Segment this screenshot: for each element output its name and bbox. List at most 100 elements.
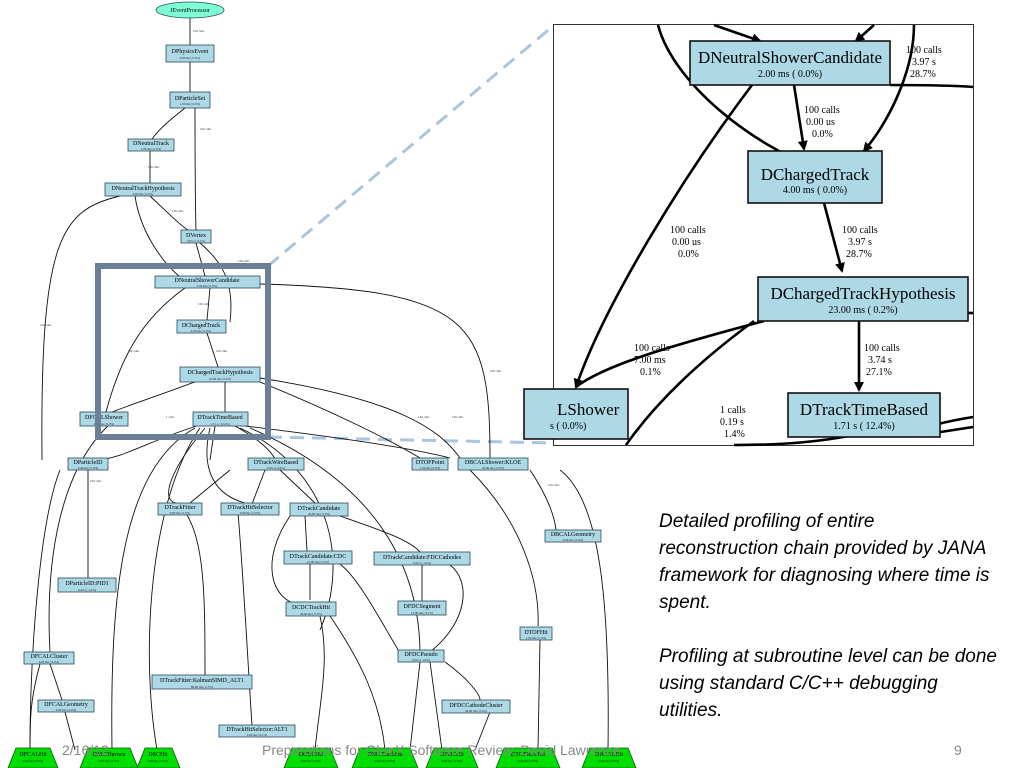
note-paragraph-profiling: Detailed profiling of entire reconstruct… bbox=[659, 511, 990, 613]
svg-text:40.00 ms ( 0.3%): 40.00 ms ( 0.3%) bbox=[300, 612, 322, 616]
node-jeventprocessor: JEventProcessor bbox=[155, 1, 225, 19]
svg-text:0.00 ms ( 0.0%): 0.00 ms ( 0.0%) bbox=[563, 538, 583, 542]
svg-text:100 calls: 100 calls bbox=[90, 479, 102, 483]
svg-text:DTrackHitSelector:ALT1: DTrackHitSelector:ALT1 bbox=[226, 727, 287, 733]
svg-text:DCDCHit: DCDCHit bbox=[299, 752, 324, 758]
svg-text:100 calls: 100 calls bbox=[148, 165, 160, 169]
svg-text:DTrackTimeBased: DTrackTimeBased bbox=[197, 415, 242, 421]
node-dtrackfitter: DTrackFitter 0.00 ms ( 0.0%) bbox=[157, 502, 203, 516]
svg-text:28.7%: 28.7% bbox=[910, 69, 936, 80]
svg-text:29.00 ms ( 0.2%): 29.00 ms ( 0.2%) bbox=[465, 709, 487, 713]
svg-text:DTrackCandidate: DTrackCandidate bbox=[298, 506, 341, 512]
svg-text:DTrackFitter:KalmanSIMD_ALT1: DTrackFitter:KalmanSIMD_ALT1 bbox=[160, 678, 244, 684]
svg-text:DMCThrown: DMCThrown bbox=[93, 752, 126, 758]
svg-text:DFCALCluster: DFCALCluster bbox=[30, 654, 67, 660]
leaf-dfdchit: DFDCHit 0.00 ms ( 0.0%) bbox=[425, 747, 479, 768]
node-dtofhit: DTOFHit 1.00 ms ( 0.0%) bbox=[519, 626, 553, 641]
svg-text:100 calls: 100 calls bbox=[418, 415, 430, 419]
svg-text:DFDCSegment: DFDCSegment bbox=[403, 604, 440, 610]
svg-text:27.1%: 27.1% bbox=[866, 367, 892, 378]
description-notes: Detailed profiling of entire reconstruct… bbox=[659, 508, 999, 751]
node-dbcalshower-kloe: DBCALShower:KLOE 43.00 ms ( 0.3%) bbox=[457, 457, 529, 471]
svg-text:DTOFPoint: DTOFPoint bbox=[416, 460, 445, 466]
zoom-connector-top bbox=[267, 24, 554, 268]
node-dfcalshower: DFCALShower 2.00 ms ( 0.0%) bbox=[79, 411, 129, 427]
svg-text:2.00 ms ( 0.0%): 2.00 ms ( 0.0%) bbox=[94, 422, 114, 426]
node-dtofpoint: DTOFPoint 1.00 ms ( 0.0%) bbox=[411, 457, 449, 471]
svg-text:DFCALHit: DFCALHit bbox=[19, 752, 47, 758]
inset-node-dtracktimebased: DTrackTimeBased 1.71 s ( 12.4%) bbox=[787, 392, 941, 438]
svg-text:DParticleID:PID1: DParticleID:PID1 bbox=[65, 581, 108, 587]
svg-text:100 calls: 100 calls bbox=[198, 302, 210, 306]
svg-text:100 calls: 100 calls bbox=[452, 415, 464, 419]
svg-text:0.00 ms ( 0.0%): 0.00 ms ( 0.0%) bbox=[170, 511, 190, 515]
node-dchargedtrack: DChargedTrack 4.00 ms ( 0.0%) bbox=[176, 319, 227, 334]
svg-text:0.00 ms ( 0.0%): 0.00 ms ( 0.0%) bbox=[375, 759, 395, 763]
svg-text:1.71 s ( 12.4%): 1.71 s ( 12.4%) bbox=[833, 421, 894, 432]
svg-text:DChargedTrack: DChargedTrack bbox=[182, 323, 220, 329]
node-dtrackcandidate-fdccathodes: DTrackCandidate:FDCCathodes 0.22 s ( 1.6… bbox=[373, 551, 471, 566]
svg-text:DBCALGeometry: DBCALGeometry bbox=[551, 532, 595, 538]
node-dfcalcluster: DFCALCluster 0.00 ms ( 0.0%) bbox=[23, 651, 75, 665]
svg-text:100 calls: 100 calls bbox=[128, 349, 140, 353]
svg-text:s ( 0.0%): s ( 0.0%) bbox=[550, 421, 586, 432]
svg-text:100 calls: 100 calls bbox=[842, 225, 878, 236]
footer-page-number: 9 bbox=[954, 742, 962, 758]
svg-text:100 calls: 100 calls bbox=[634, 343, 670, 354]
svg-text:DNeutralShowerCandidate: DNeutralShowerCandidate bbox=[175, 278, 240, 284]
svg-text:LShower: LShower bbox=[557, 400, 620, 419]
svg-text:100 calls: 100 calls bbox=[200, 127, 212, 131]
svg-text:DNeutralShowerCandidate: DNeutralShowerCandidate bbox=[698, 48, 882, 67]
svg-text:DTrackFitter: DTrackFitter bbox=[164, 505, 195, 511]
inset-edge-label-2: 100 calls 0.00 us 0.0% bbox=[804, 105, 840, 140]
svg-text:100 calls: 100 calls bbox=[804, 105, 840, 116]
leaf-dmctrackhit: DMCTrackHit 0.00 ms ( 0.0%) bbox=[351, 747, 419, 768]
svg-text:7.00 ms: 7.00 ms bbox=[634, 355, 666, 366]
leaf-dtofrawhit: DTOFRawHit 0.00 ms ( 0.0%) bbox=[495, 747, 561, 768]
svg-text:0.00 ms ( 0.0%): 0.00 ms ( 0.0%) bbox=[133, 192, 153, 196]
svg-text:4.00 ms ( 0.0%): 4.00 ms ( 0.0%) bbox=[783, 185, 847, 196]
svg-text:DBCALHit: DBCALHit bbox=[595, 752, 623, 758]
svg-text:1.00 ms ( 0.0%): 1.00 ms ( 0.0%) bbox=[180, 102, 200, 106]
svg-text:0.22 s ( 1.6%): 0.22 s ( 1.6%) bbox=[413, 561, 431, 565]
svg-text:0.00 ms ( 0.0%): 0.00 ms ( 0.0%) bbox=[599, 759, 619, 763]
svg-text:DVertex: DVertex bbox=[186, 233, 206, 239]
inset-node-dchargedtrack: DChargedTrack 4.00 ms ( 0.0%) bbox=[747, 150, 883, 204]
node-dvertex: DVertex 0.03 s ( 0.2%) bbox=[180, 229, 212, 244]
svg-text:100 calls: 100 calls bbox=[906, 45, 942, 56]
svg-text:DFDCPseudo: DFDCPseudo bbox=[404, 652, 437, 658]
leaf-dbcalhit: DBCALHit 0.00 ms ( 0.0%) bbox=[581, 747, 637, 768]
footer-title: Preparations for GlueX Software Review, … bbox=[262, 742, 621, 758]
svg-text:4.00 ms ( 0.0%): 4.00 ms ( 0.0%) bbox=[191, 329, 211, 333]
node-dcdctrackhit: DCDCTrackHit 40.00 ms ( 0.3%) bbox=[285, 601, 337, 617]
svg-text:0.03 s ( 0.2%): 0.03 s ( 0.2%) bbox=[187, 239, 205, 243]
svg-text:43.00 ms ( 0.3%): 43.00 ms ( 0.3%) bbox=[482, 466, 504, 470]
zoom-connector-bottom bbox=[267, 435, 554, 445]
svg-text:28.7%: 28.7% bbox=[846, 249, 872, 260]
svg-text:12.00 ms ( 0.1%): 12.00 ms ( 0.1%) bbox=[411, 611, 433, 615]
inset-edge-label-4: 100 calls 3.97 s 28.7% bbox=[842, 225, 878, 260]
svg-text:DTrackCandidate:FDCCathodes: DTrackCandidate:FDCCathodes bbox=[383, 555, 462, 561]
inset-edge-label-6: 100 calls 3.74 s 27.1% bbox=[864, 343, 900, 378]
svg-text:DFCALShower: DFCALShower bbox=[85, 415, 123, 421]
node-dfcalgeometry: DFCALGeometry 0.00 ms ( 0.0%) bbox=[37, 699, 95, 713]
node-dtrackwirebased: DTrackWireBased 0.00 s ( 0.0%) bbox=[247, 457, 305, 471]
inset-node-dfcalshower: LShower s ( 0.0%) bbox=[523, 388, 629, 440]
svg-text:0.00 ms ( 0.0%): 0.00 ms ( 0.0%) bbox=[78, 466, 98, 470]
svg-text:100 calls: 100 calls bbox=[864, 343, 900, 354]
svg-text:0.00 us: 0.00 us bbox=[806, 117, 835, 128]
svg-text:DTOFHit: DTOFHit bbox=[524, 630, 548, 636]
svg-text:0.00 ms ( 0.0%): 0.00 ms ( 0.0%) bbox=[442, 759, 462, 763]
node-dtracktimebased: DTrackTimeBased 1.71 s ( 12.4%) bbox=[192, 411, 249, 427]
leaf-dfcalhit: DFCALHit 0.00 ms ( 0.0%) bbox=[7, 747, 59, 768]
inset-edge-label-5: 100 calls 7.00 ms 0.1% bbox=[634, 343, 670, 378]
svg-text:3.74 s: 3.74 s bbox=[868, 355, 892, 366]
svg-text:0.1%: 0.1% bbox=[640, 367, 661, 378]
svg-text:DFCALGeometry: DFCALGeometry bbox=[44, 702, 88, 708]
node-dchargedtrackhypothesis: DChargedTrackHypothesis 23.00 ms ( 0.2%) bbox=[179, 366, 261, 383]
svg-text:1.00 ms ( 0.0%): 1.00 ms ( 0.0%) bbox=[420, 466, 440, 470]
svg-text:1.4%: 1.4% bbox=[724, 429, 745, 440]
node-dphysicsevent: DPhysicsEvent 0.00 ms ( 0.0%) bbox=[165, 44, 215, 63]
svg-text:0.0%: 0.0% bbox=[812, 129, 833, 140]
